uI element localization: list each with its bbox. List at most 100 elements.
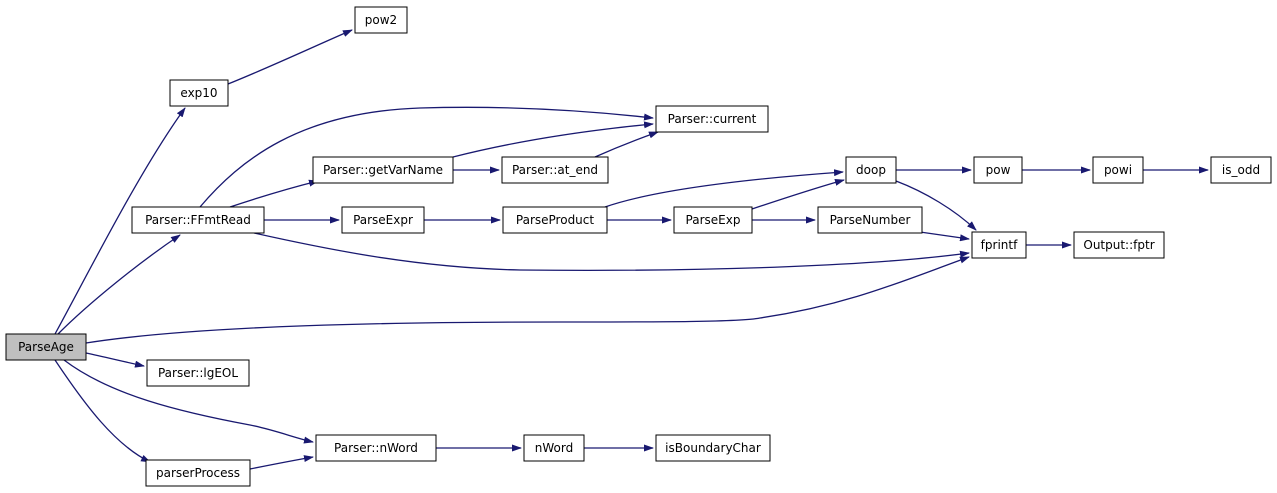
node-box <box>502 206 608 234</box>
node-label: powi <box>1104 163 1132 177</box>
edge-parseproduct-to-doop <box>604 169 844 208</box>
node-label: Parser::at_end <box>512 163 598 177</box>
edge-path <box>594 131 659 158</box>
node-label: parserProcess <box>156 466 240 480</box>
edge-parsenumber-to-fprintf <box>919 231 970 242</box>
edge-path <box>895 180 977 231</box>
edge-parseage-to-parserprocess <box>54 359 151 463</box>
edge-ffmtread-to-getvarname <box>229 179 319 208</box>
node-fptr[interactable]: Output::fptr <box>1073 231 1165 259</box>
edge-path <box>85 256 970 344</box>
node-isboundarychar[interactable]: isBoundaryChar <box>655 434 771 462</box>
edges-layer <box>54 29 1209 470</box>
node-label: Parser::FFmtRead <box>145 213 251 227</box>
node-box <box>845 156 897 184</box>
node-nwordp[interactable]: Parser::nWord <box>315 434 437 462</box>
node-label: fprintf <box>981 238 1018 252</box>
node-label: Parser::current <box>668 112 757 126</box>
edge-parseage-to-fprintf <box>85 256 970 344</box>
node-label: ParseNumber <box>830 213 911 227</box>
edge-parserprocess-to-nwordp <box>249 455 314 470</box>
edge-path <box>85 352 145 368</box>
node-box <box>655 105 769 133</box>
node-label: Output::fptr <box>1083 238 1154 252</box>
edge-ffmtread-to-fprintf <box>253 232 970 271</box>
edge-path <box>919 231 970 242</box>
node-box <box>971 231 1027 259</box>
node-doop[interactable]: doop <box>845 156 897 184</box>
node-box <box>146 359 250 387</box>
node-label: ParseProduct <box>516 213 594 227</box>
node-label: ParseExpr <box>353 213 413 227</box>
node-box <box>501 156 609 184</box>
edge-path <box>54 359 151 463</box>
node-parseexp[interactable]: ParseExp <box>673 206 753 234</box>
node-box <box>673 206 753 234</box>
node-is-odd[interactable]: is_odd <box>1210 156 1272 184</box>
edge-path <box>229 179 319 208</box>
node-parsenumber[interactable]: ParseNumber <box>817 206 923 234</box>
node-pow[interactable]: pow <box>973 156 1023 184</box>
node-label: pow2 <box>365 13 397 27</box>
node-label: pow <box>986 163 1011 177</box>
node-box <box>5 333 87 361</box>
node-box <box>312 156 454 184</box>
node-parseproduct[interactable]: ParseProduct <box>502 206 608 234</box>
edge-path <box>249 455 314 470</box>
node-label: is_odd <box>1222 163 1260 177</box>
node-at-end[interactable]: Parser::at_end <box>501 156 609 184</box>
edge-at_end-to-current <box>594 131 659 158</box>
node-box <box>169 79 229 107</box>
node-label: ParseExp <box>686 213 741 227</box>
node-label: isBoundaryChar <box>665 441 761 455</box>
node-parseexpr[interactable]: ParseExpr <box>341 206 425 234</box>
edge-path <box>452 121 654 158</box>
edge-parseage-to-lgeol <box>85 352 145 368</box>
edge-path <box>199 106 654 208</box>
node-box <box>145 459 251 487</box>
node-label: ParseAge <box>18 340 74 354</box>
node-label: doop <box>856 163 886 177</box>
edge-path <box>751 179 845 210</box>
edge-path <box>253 232 970 271</box>
edge-path <box>57 234 181 335</box>
edge-parseage-to-exp10 <box>54 107 186 335</box>
edge-parseage-to-ffmtread <box>57 234 181 335</box>
node-lgeol[interactable]: Parser::lgEOL <box>146 359 250 387</box>
node-parserprocess[interactable]: parserProcess <box>145 459 251 487</box>
node-exp10[interactable]: exp10 <box>169 79 229 107</box>
node-label: Parser::nWord <box>334 441 418 455</box>
node-box <box>523 434 585 462</box>
edge-path <box>63 359 314 444</box>
node-box <box>315 434 437 462</box>
node-nword[interactable]: nWord <box>523 434 585 462</box>
nodes-layer: ParseAge pow2exp10Parser::currentParser::… <box>5 6 1272 487</box>
node-box <box>1073 231 1165 259</box>
edge-doop-to-fprintf <box>895 180 977 231</box>
edge-path <box>604 169 844 208</box>
node-label: exp10 <box>180 86 217 100</box>
edge-path <box>227 29 353 85</box>
node-box <box>1092 156 1144 184</box>
node-getvarname[interactable]: Parser::getVarName <box>312 156 454 184</box>
node-label: Parser::lgEOL <box>158 366 238 380</box>
node-parseage[interactable]: ParseAge <box>5 333 87 361</box>
node-box <box>655 434 771 462</box>
node-box <box>354 6 408 34</box>
node-box <box>341 206 425 234</box>
node-pow2[interactable]: pow2 <box>354 6 408 34</box>
edge-getvarname-to-current <box>452 121 654 158</box>
node-current[interactable]: Parser::current <box>655 105 769 133</box>
edge-path <box>54 107 186 335</box>
node-box <box>131 206 265 234</box>
edge-exp10-to-pow2 <box>227 29 353 85</box>
node-powi[interactable]: powi <box>1092 156 1144 184</box>
node-ffmtread[interactable]: Parser::FFmtRead <box>131 206 265 234</box>
node-box <box>973 156 1023 184</box>
node-box <box>1210 156 1272 184</box>
node-fprintf[interactable]: fprintf <box>971 231 1027 259</box>
edge-parseexp-to-doop <box>751 179 845 210</box>
node-box <box>817 206 923 234</box>
node-label: nWord <box>535 441 573 455</box>
